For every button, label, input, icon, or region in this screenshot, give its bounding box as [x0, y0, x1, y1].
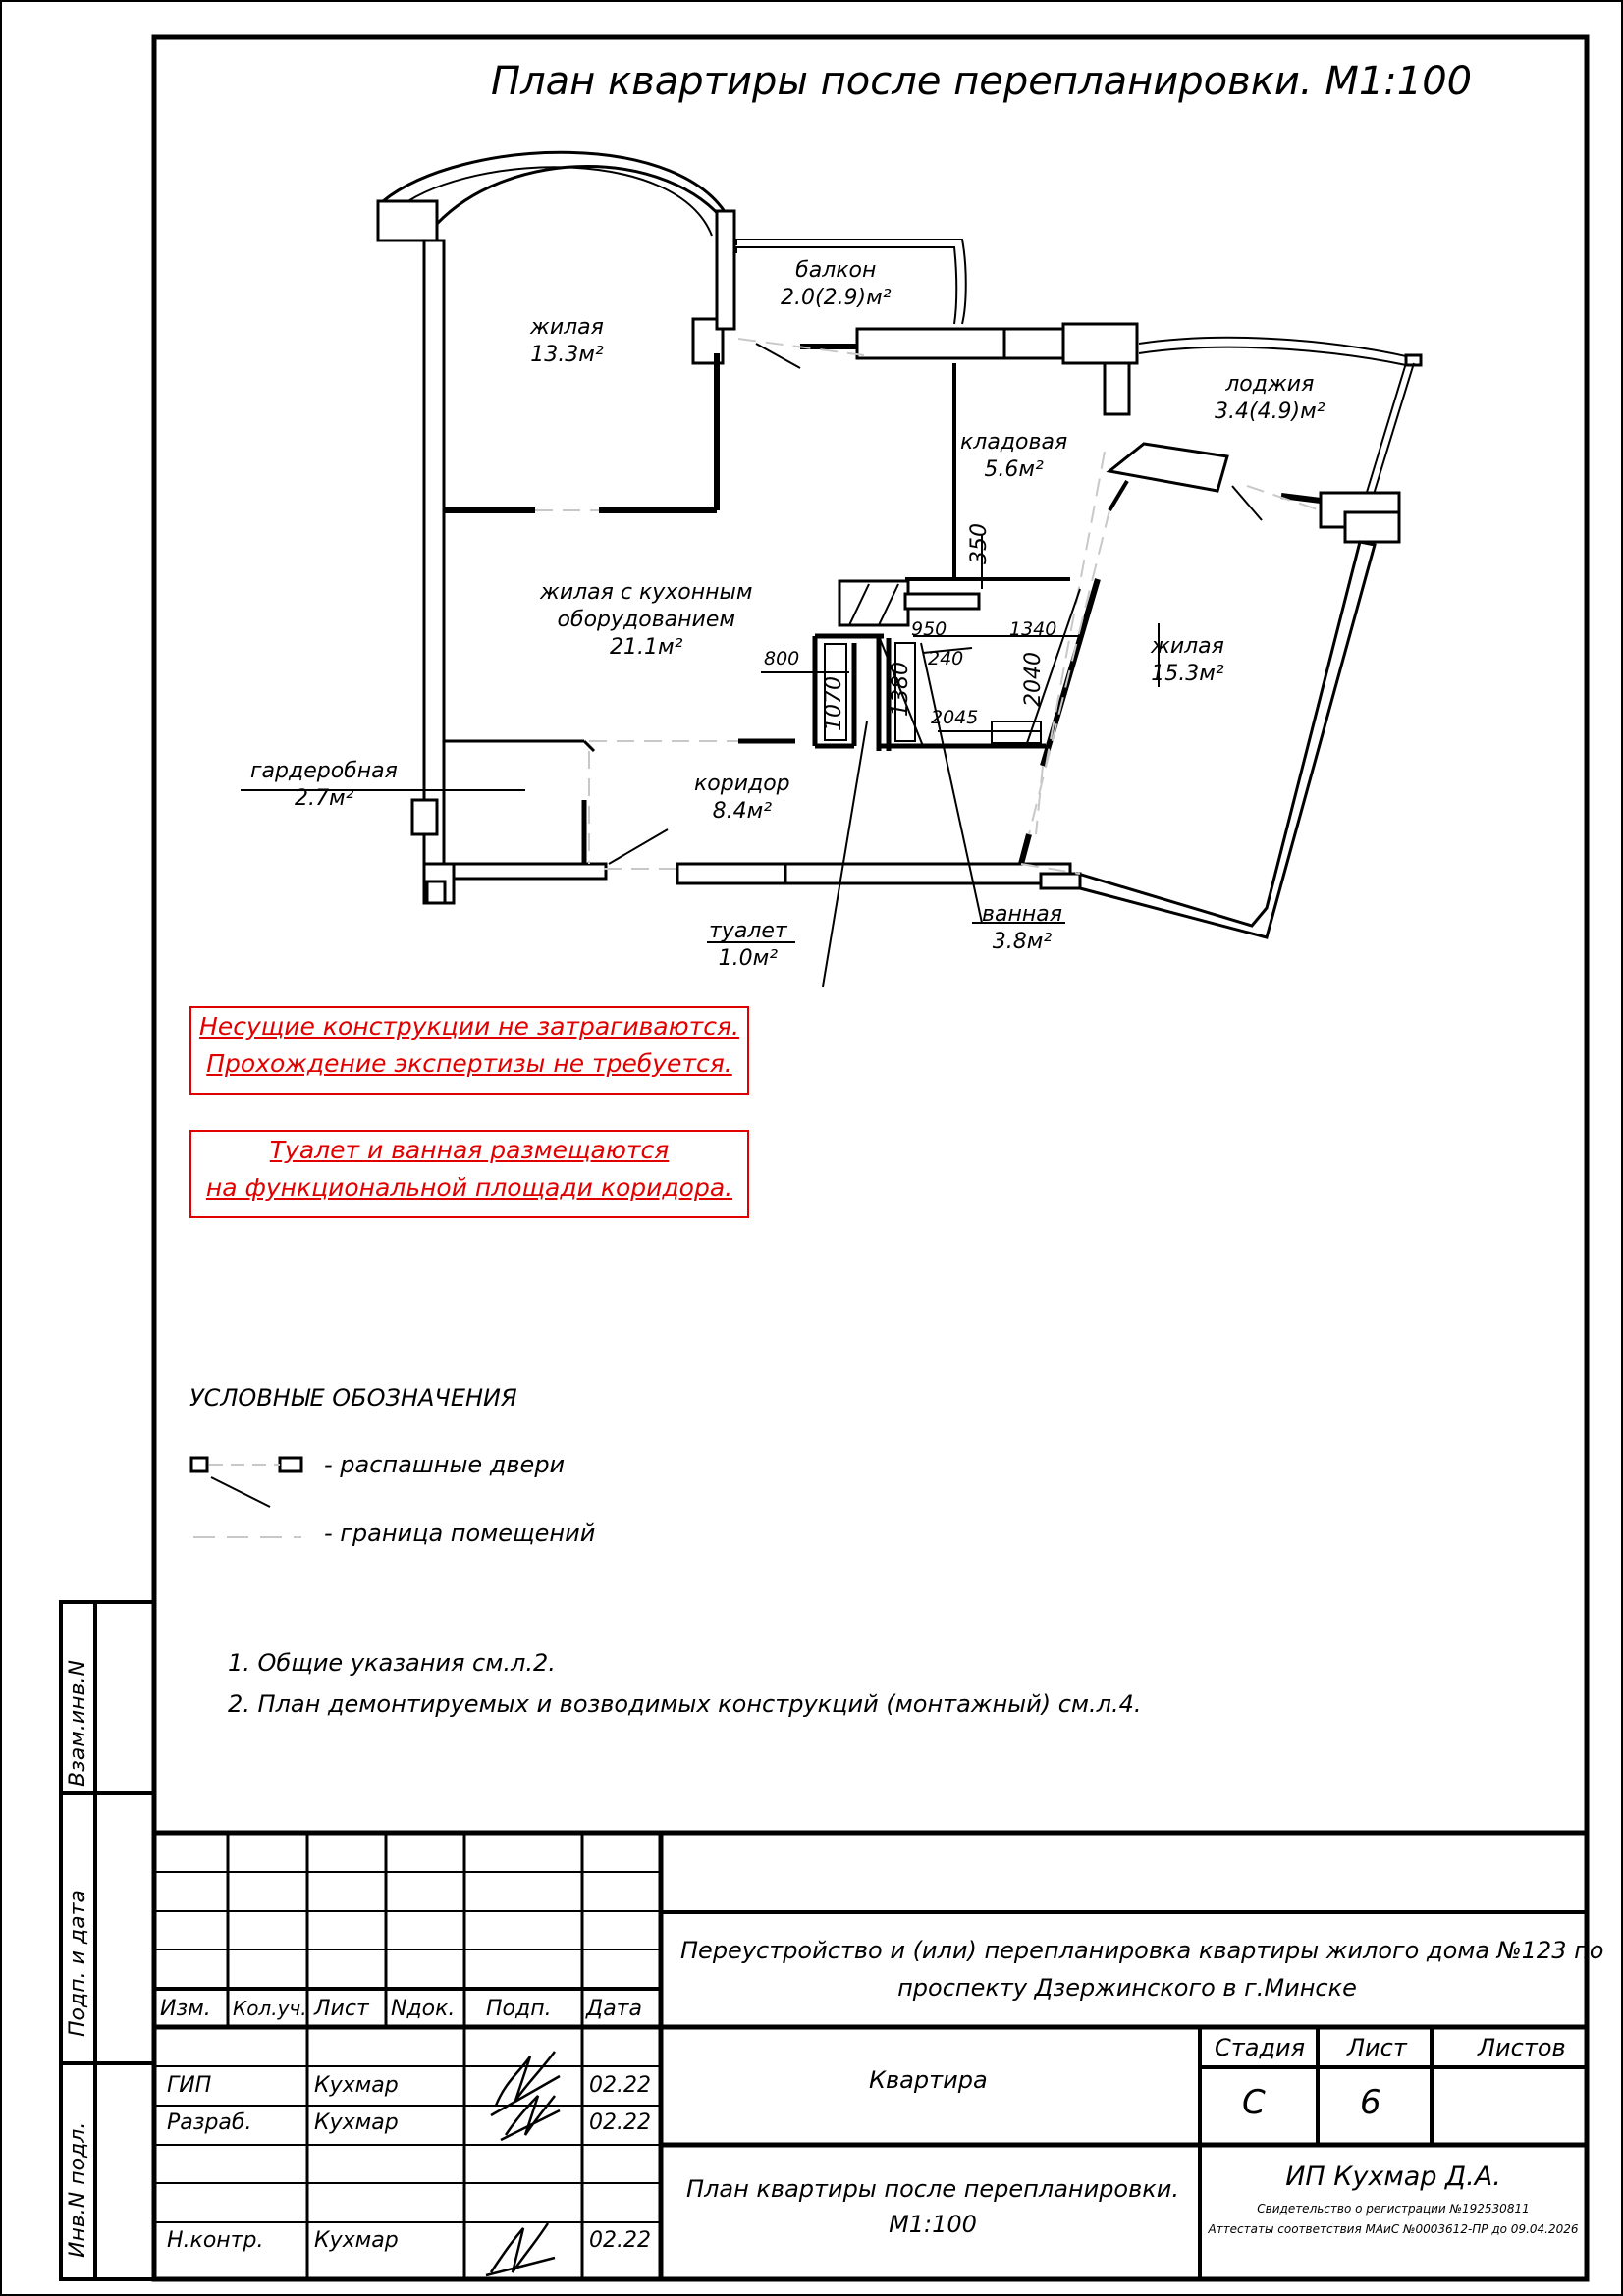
note-wetrooms-line2: на функциональной площади коридора.	[205, 1173, 733, 1201]
room-boundaries	[535, 338, 1322, 875]
room-storage-area: 5.6м²	[984, 457, 1044, 482]
room-living2-name: жилая	[1151, 634, 1224, 659]
tb-project-line1: Переустройство и (или) перепланировка кв…	[680, 1937, 1604, 1964]
room-wardrobe: гардеробная 2.7м²	[250, 758, 398, 813]
tb-project-line2: проспекту Дзержинского в г.Минске	[897, 1974, 1357, 2002]
general-note-2: 2. План демонтируемых и возводимых конст…	[228, 1690, 1142, 1718]
room-toilet-area: 1.0м²	[718, 946, 779, 971]
room-kitchen-area: 21.1м²	[610, 635, 683, 660]
tb-header-koluch: Кол.уч.	[233, 1997, 307, 2020]
tb-header-list: Лист	[314, 1997, 369, 2021]
tb-header-izm: Изм.	[160, 1997, 211, 2021]
room-living2: жилая 15.3м²	[1151, 633, 1224, 688]
room-corridor: коридор 8.4м²	[694, 771, 790, 826]
legend-doors-label: - распашные двери	[324, 1451, 566, 1478]
inner-frame	[151, 34, 1590, 2282]
note-structural-line2: Прохождение экспертизы не требуется.	[206, 1049, 732, 1078]
room-corridor-name: коридор	[694, 772, 790, 796]
stamp-inv-podl: Инв.N подл.	[66, 2121, 90, 2258]
tb-sheet-title-line2: М1:100	[889, 2211, 977, 2238]
tb-header-ndok: Nдок.	[391, 1997, 456, 2021]
tb-stage-label: Стадия	[1215, 2034, 1306, 2061]
stamp-vzam-inv: Взам.инв.N	[66, 1660, 90, 1787]
signature-gip	[490, 2051, 561, 2117]
room-loggia-area: 3.4(4.9)м²	[1215, 400, 1325, 424]
dim-1380: 1380	[889, 662, 913, 717]
room-kitchen-name1: жилая с кухонным	[540, 580, 753, 605]
legend-boundary-label: - граница помещений	[324, 1520, 596, 1547]
tb-row-nkontr-role: Н.контр.	[167, 2228, 264, 2253]
room-balcony-name: балкон	[795, 258, 877, 283]
dim-1340: 1340	[1009, 618, 1057, 640]
room-bath-name: ванная	[982, 902, 1062, 927]
room-loggia-name: лоджия	[1225, 372, 1315, 397]
tb-stage-value: С	[1242, 2083, 1266, 2122]
room-balcony-area: 2.0(2.9)м²	[781, 286, 892, 310]
room-living1-area: 13.3м²	[530, 343, 604, 367]
note-structural: Несущие конструкции не затрагиваются. Пр…	[189, 1006, 749, 1095]
room-bath-area: 3.8м²	[992, 930, 1053, 954]
tb-header-data: Дата	[586, 1997, 642, 2021]
dim-2045: 2045	[931, 707, 979, 728]
tb-cert-attestation: Аттестаты соответствия МАиС №0003612-ПР …	[1208, 2222, 1579, 2236]
dim-1070: 1070	[822, 676, 846, 731]
tb-sheet-label: Лист	[1347, 2034, 1407, 2061]
room-wardrobe-area: 2.7м²	[295, 786, 354, 811]
tb-project: Переустройство и (или) перепланировка кв…	[680, 1932, 1604, 2006]
room-kitchen: жилая с кухонным оборудованием 21.1м²	[540, 579, 753, 662]
note-wetrooms-line1: Туалет и ванная размещаются	[269, 1136, 670, 1164]
tb-sheet-title-line1: План квартиры после перепланировки.	[686, 2175, 1179, 2203]
tb-row-nkontr-date: 02.22	[589, 2228, 651, 2253]
legend-heading: УСЛОВНЫЕ ОБОЗНАЧЕНИЯ	[189, 1384, 517, 1412]
title-block	[154, 1830, 1587, 2279]
room-kitchen-name2: оборудованием	[557, 608, 735, 632]
dim-240: 240	[928, 648, 964, 669]
tb-row-razrab-role: Разраб.	[167, 2110, 252, 2135]
room-corridor-area: 8.4м²	[712, 799, 773, 824]
tb-row-gip-role: ГИП	[167, 2073, 212, 2098]
tb-row-nkontr-name: Кухмар	[314, 2228, 399, 2253]
dim-2040: 2040	[1021, 652, 1046, 707]
tb-object: Квартира	[869, 2066, 988, 2094]
tb-company: ИП Кухмар Д.А.	[1285, 2162, 1501, 2192]
dimension-lines	[241, 535, 1160, 988]
dim-350: 350	[967, 523, 992, 564]
signature-nkontr	[485, 2222, 556, 2277]
tb-header-podp: Подп.	[486, 1997, 552, 2021]
tb-row-gip-name: Кухмар	[314, 2073, 399, 2098]
tb-sheet-title: План квартиры после перепланировки. М1:1…	[677, 2171, 1188, 2242]
floor-plan	[376, 150, 1423, 939]
tb-sheets-label: Листов	[1478, 2034, 1566, 2061]
tb-row-razrab-date: 02.22	[589, 2110, 651, 2135]
room-balcony: балкон 2.0(2.9)м²	[781, 257, 892, 312]
signature-razrab	[500, 2095, 561, 2142]
tb-row-gip-date: 02.22	[589, 2073, 651, 2098]
side-stamp	[59, 1600, 156, 2281]
room-toilet: туалет 1.0м²	[709, 918, 787, 973]
room-toilet-name: туалет	[709, 919, 787, 943]
page-title: План квартиры после перепланировки. М1:1…	[491, 59, 1473, 104]
tb-sheet-value: 6	[1360, 2083, 1381, 2122]
tb-cert-registration: Свидетельство о регистрации №192530811	[1257, 2202, 1530, 2216]
dim-800: 800	[764, 648, 800, 669]
room-loggia: лоджия 3.4(4.9)м²	[1215, 371, 1325, 426]
room-living2-area: 15.3м²	[1151, 662, 1224, 686]
general-note-1: 1. Общие указания см.л.2.	[228, 1649, 556, 1677]
note-structural-line1: Несущие конструкции не затрагиваются.	[199, 1012, 739, 1041]
dim-950: 950	[911, 618, 947, 640]
room-storage-name: кладовая	[960, 430, 1068, 454]
room-living1-name: жилая	[530, 315, 604, 340]
room-living1: жилая 13.3м²	[530, 314, 604, 369]
room-wardrobe-name: гардеробная	[250, 759, 398, 783]
room-bath: ванная 3.8м²	[982, 901, 1062, 956]
stamp-podp-data: Подп. и дата	[66, 1890, 90, 2037]
tb-row-razrab-name: Кухмар	[314, 2110, 399, 2135]
note-wetrooms: Туалет и ванная размещаются на функциона…	[189, 1130, 749, 1218]
room-storage: кладовая 5.6м²	[960, 429, 1067, 484]
legend-door-symbol	[189, 1456, 303, 1508]
